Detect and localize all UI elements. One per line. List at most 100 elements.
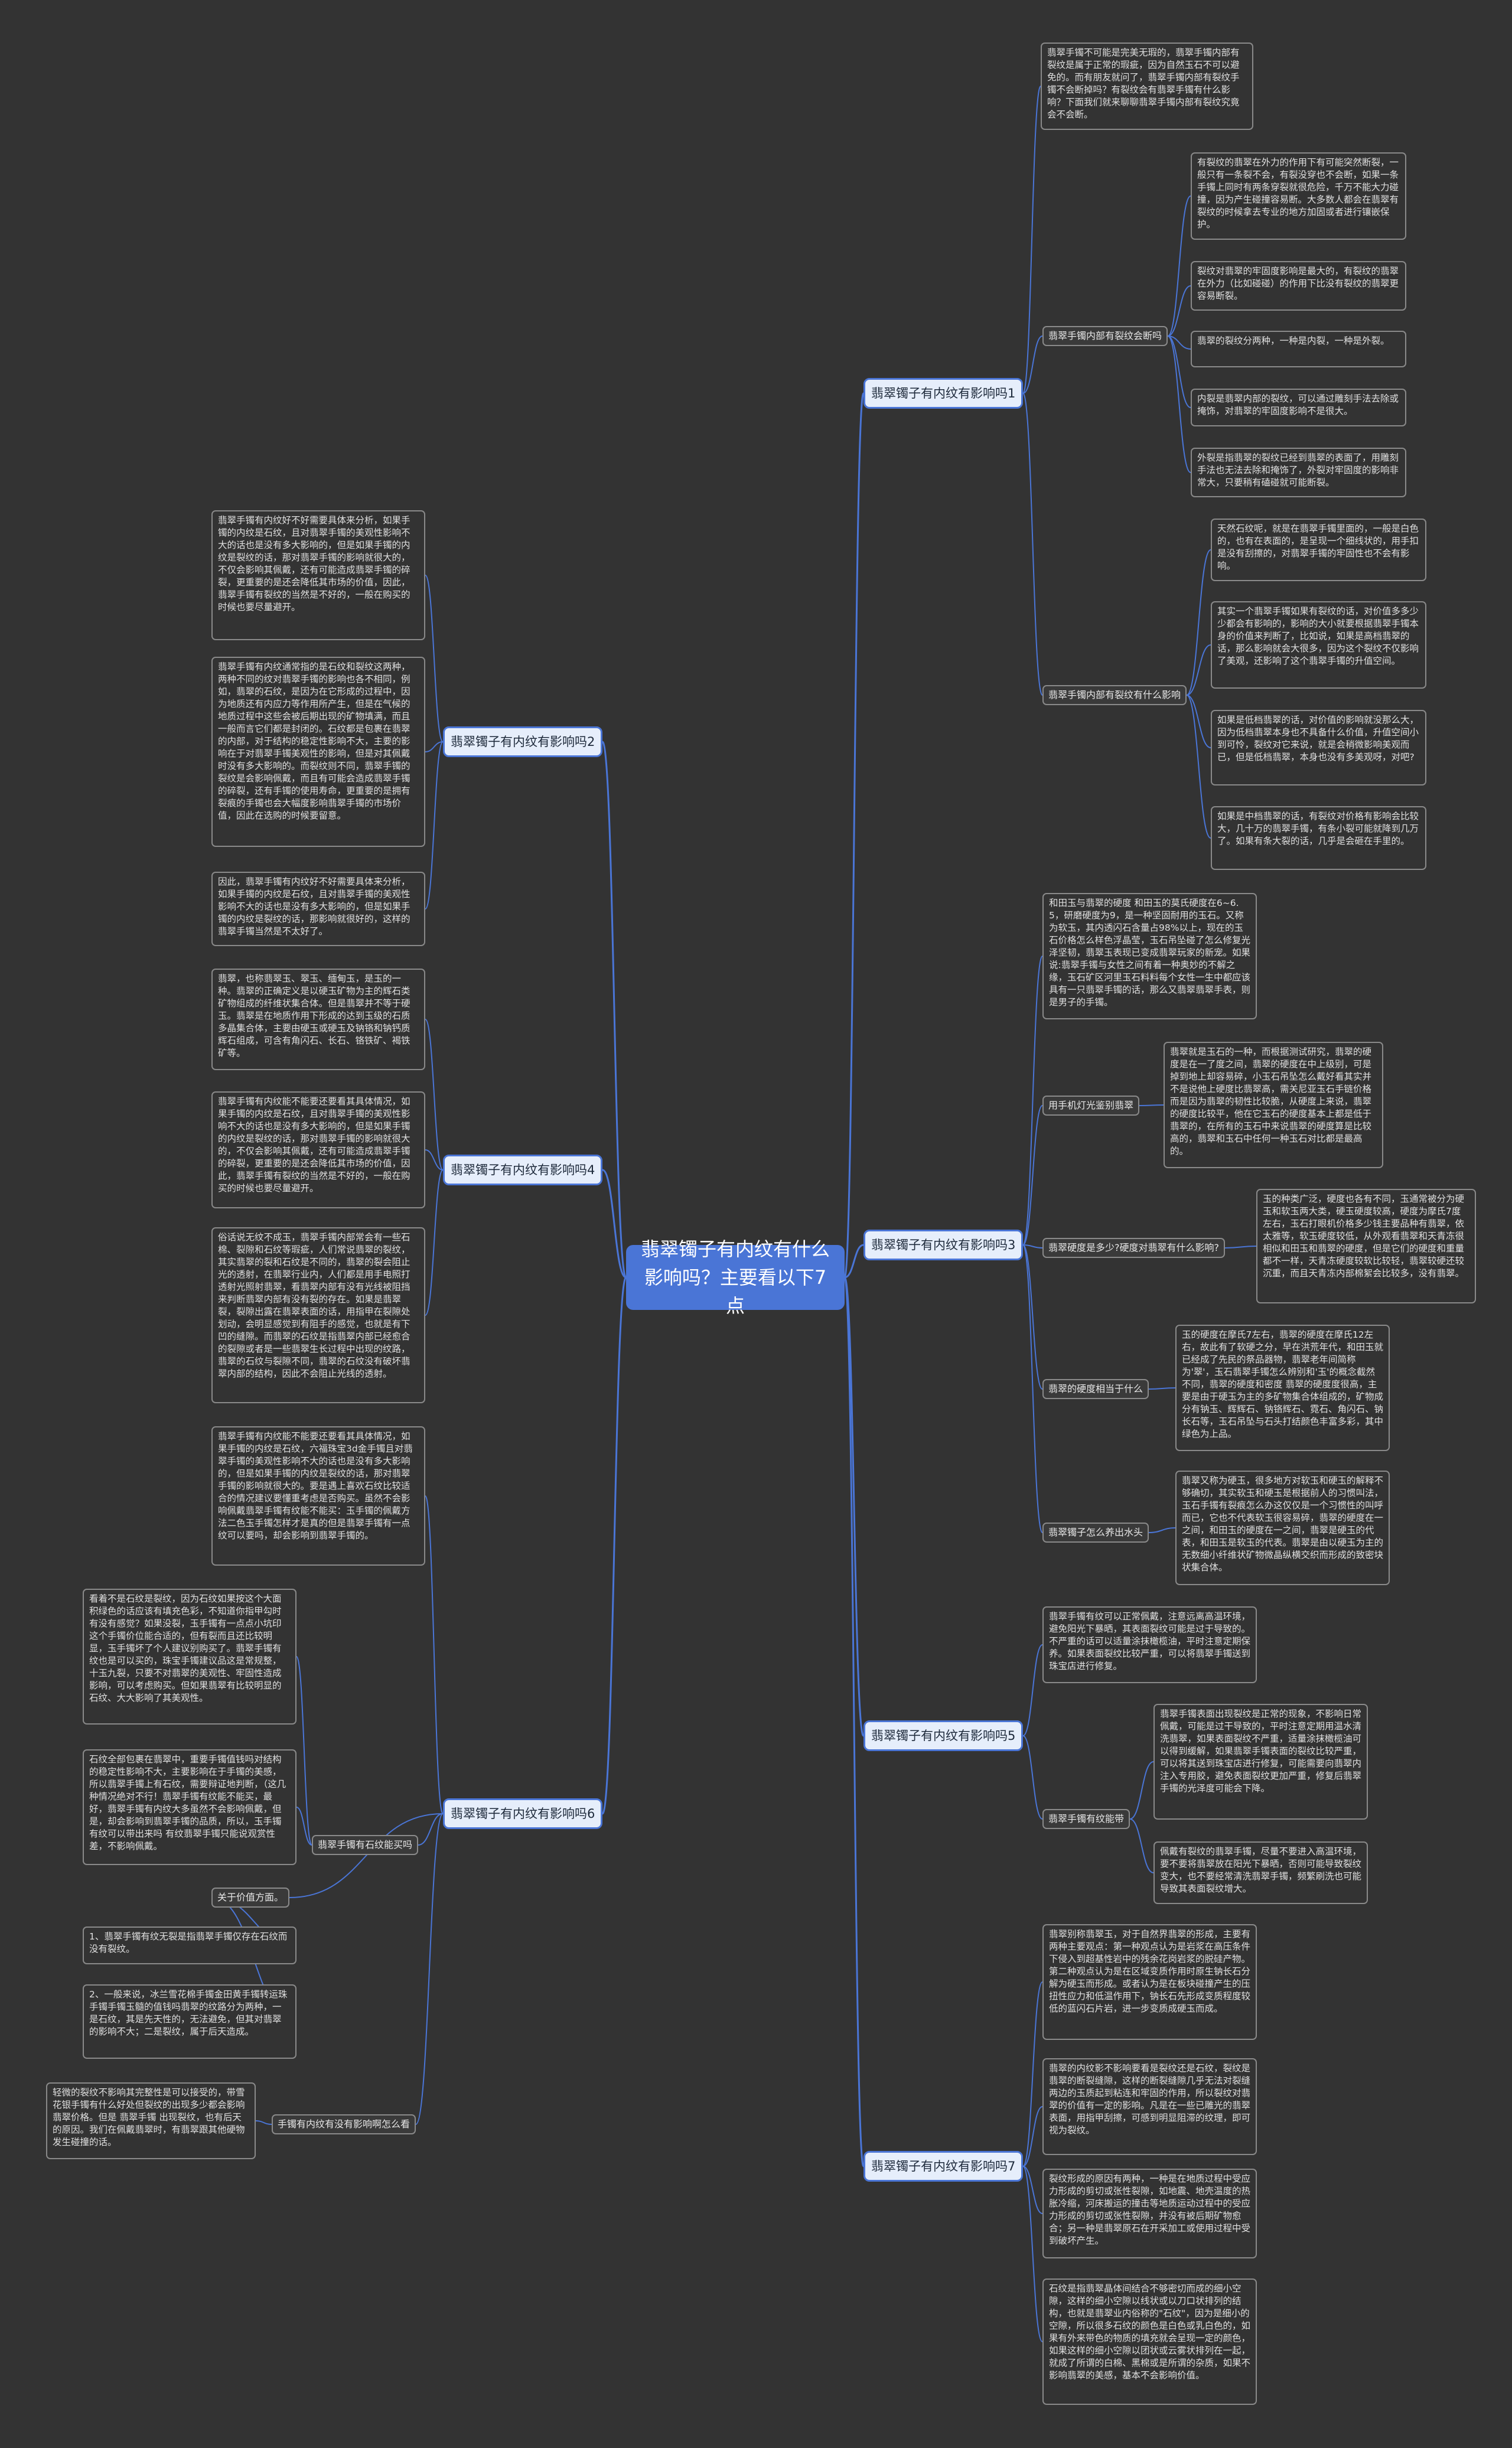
leaf-4-3: 俗话说无纹不成玉，翡翠手镯内部常会有一些石棉、裂隙和石纹等瑕疵，人们常说翡翠的裂… — [211, 1227, 425, 1403]
leaf-7-2: 翡翠的内纹影不影响要看是裂纹还是石纹，裂纹是翡翠的断裂缝隙，这样的断裂缝隙几乎无… — [1042, 2058, 1257, 2155]
link-branch-2-leaf-2-2 — [425, 741, 444, 752]
sub-3d[interactable]: 翡翠镯子怎么养出水头 — [1042, 1523, 1149, 1543]
leaf-4-2: 翡翠手镯有内纹能不能要还要看其具体情况，如果手镯的内纹是石纹，且对翡翠手镯的美观… — [211, 1091, 425, 1208]
branch-3[interactable]: 翡翠镯子有内纹有影响吗3 — [863, 1230, 1024, 1260]
link-branch-1-sub-1a — [1022, 335, 1043, 394]
leaf-6b-2: 2、一般来说，冰兰雪花棉手镯金田黄手镯转运珠手镯手镯玉髓的值钱吗翡翠的纹路分为两… — [83, 1984, 296, 2059]
leaf-1b-1: 天然石纹呢，就是在翡翠手镯里面的，一般是白色的，也有在表面的，是呈现一个细线状的… — [1211, 519, 1426, 581]
link-branch-7-leaf-7-1 — [1022, 1981, 1043, 2167]
link-sub-1a-leaf-1a-5 — [1167, 335, 1191, 473]
leaf-3c-1: 玉的硬度在摩氏7左右，翡翠的硬度在摩氏12左右，故此有了软硬之分，早在洪荒年代，… — [1175, 1325, 1390, 1451]
leaf-1a-2: 裂纹对翡翠的牢固度影响是最大的，有裂纹的翡翠在外力（比如碰碰）的作用下比没有裂纹… — [1191, 261, 1406, 311]
leaf-6-0: 翡翠手镯有内纹能不能要还要看其具体情况，如果手镯的内纹是石纹，六福珠宝3d金手镯… — [211, 1426, 425, 1566]
leaf-3a-1: 翡翠就是玉石的一种，而根据测试研究，翡翠的硬度是在一了度之间，翡翠的硬度在中上级… — [1164, 1042, 1383, 1168]
link-root-topic-branch-7 — [843, 1276, 865, 2167]
link-sub-6a-leaf-6a-2 — [296, 1807, 312, 1846]
leaf-3d-1: 翡翠又称为硬玉，很多地方对软玉和硬玉的解释不够确切，其实软玉和硬玉是根据前人的习… — [1175, 1471, 1390, 1585]
leaf-7-4: 石纹是指翡翠晶体间结合不够密切而成的细小空隙，这样的细小空隙以线状或以刀口状排列… — [1042, 2279, 1257, 2405]
sub-3c[interactable]: 翡翠的硬度相当于什么 — [1042, 1379, 1149, 1399]
branch-1[interactable]: 翡翠镯子有内纹有影响吗1 — [863, 378, 1024, 409]
leaf-7-1: 翡翠别称翡翠玉，对于自然界翡翠的形成，主要有两种主要观点：第一种观点认为是岩浆在… — [1042, 1924, 1257, 2040]
sub-6b[interactable]: 关于价值方面。 — [211, 1888, 290, 1908]
link-branch-6-sub-6b — [289, 1813, 444, 1898]
link-branch-4-leaf-4-2 — [425, 1149, 444, 1171]
leaf-2-2: 翡翠手镯有内纹通常指的是石纹和裂纹这两种，两种不同的纹对翡翠手镯的影响也各不相同… — [211, 657, 425, 847]
leaf-1a-4: 内裂是翡翠内部的裂纹，可以通过雕刻手法去除或掩饰，对翡翠的牢固度影响不是很大。 — [1191, 389, 1406, 426]
leaf-3b-1: 玉的种类广泛，硬度也各有不同，玉通常被分为硬玉和软玉两大类，硬玉硬度较高，硬度为… — [1256, 1189, 1476, 1303]
link-branch-4-leaf-4-1 — [425, 1019, 444, 1171]
link-root-topic-branch-5 — [843, 1276, 865, 1737]
leaf-6a-2: 石纹全部包裹在翡翠中，重要手镯值钱吗对结构的稳定性影响不大，主要影响在于手镯的美… — [83, 1749, 296, 1865]
link-branch-6-sub-6c — [415, 1813, 444, 2125]
link-sub-1b-leaf-1b-1 — [1186, 549, 1211, 696]
leaf-1-intro: 翡翠手镯不可能是完美无瑕的，翡翠手镯内部有裂纹是属于正常的瑕疵，因为自然玉石不可… — [1041, 43, 1253, 130]
link-branch-5-sub-5a — [1022, 1735, 1043, 1820]
branch-4[interactable]: 翡翠镯子有内纹有影响吗4 — [443, 1155, 603, 1185]
link-branch-1-leaf-1-intro — [1022, 86, 1041, 394]
leaf-6a-1: 看着不是石纹是裂纹，因为石纹如果按这个大面积绿色的话应该有填充色彩，不知道你指甲… — [83, 1589, 296, 1725]
sub-1a[interactable]: 翡翠手镯内部有裂纹会断吗 — [1042, 326, 1168, 346]
link-branch-6-leaf-6-0 — [425, 1495, 444, 1814]
link-sub-3c-leaf-3c-1 — [1148, 1387, 1176, 1390]
link-sub-1b-leaf-1b-3 — [1186, 695, 1211, 748]
leaf-1b-3: 如果是低档翡翠的话，对价值的影响就没那么大，因为低档翡翠本身也不具备什么价值，升… — [1211, 710, 1426, 785]
leaf-2-1: 翡翠手镯有内纹好不好需要具体来分析，如果手镯的内纹是石纹，且对翡翠手镯的美观性影… — [211, 510, 425, 640]
link-root-topic-branch-4 — [602, 1169, 627, 1279]
branch-2[interactable]: 翡翠镯子有内纹有影响吗2 — [443, 726, 603, 757]
link-sub-5a-leaf-5a-2 — [1129, 1818, 1154, 1873]
leaf-2-3: 因此，翡翠手镯有内纹好不好需要具体来分析，如果手镯的内纹是石纹，且对翡翠手镯的美… — [211, 872, 425, 946]
sub-6a[interactable]: 翡翠手镯有石纹能买吗 — [312, 1835, 419, 1855]
branch-7[interactable]: 翡翠镯子有内纹有影响吗7 — [863, 2151, 1024, 2182]
link-branch-7-leaf-7-2 — [1022, 2106, 1043, 2167]
link-branch-7-leaf-7-4 — [1022, 2166, 1043, 2342]
link-sub-1a-leaf-1a-3 — [1167, 335, 1191, 350]
leaf-1a-3: 翡翠的裂纹分两种，一种是内裂，一种是外裂。 — [1191, 331, 1406, 367]
branch-5[interactable]: 翡翠镯子有内纹有影响吗5 — [863, 1720, 1024, 1751]
link-sub-3d-leaf-3d-1 — [1148, 1527, 1176, 1533]
link-sub-1a-leaf-1a-1 — [1167, 195, 1191, 337]
link-sub-1a-leaf-1a-4 — [1167, 335, 1191, 408]
link-sub-3b-leaf-3b-1 — [1224, 1246, 1257, 1249]
leaf-3-1: 和田玉与翡翠的硬度 和田玉的莫氏硬度在6~6.5，研磨硬度为9，是一种坚固耐用的… — [1042, 893, 1257, 1019]
link-branch-2-leaf-2-3 — [425, 741, 444, 910]
link-branch-1-sub-1b — [1022, 393, 1043, 696]
leaf-1a-1: 有裂纹的翡翠在外力的作用下有可能突然断裂，一般只有一条裂不会，有裂没穿也不会断，… — [1191, 152, 1406, 240]
leaf-6b-1: 1、翡翠手镯有纹无裂是指翡翠手镯仅存在石纹而没有裂纹。 — [83, 1927, 296, 1964]
link-sub-1b-leaf-1b-4 — [1186, 695, 1211, 839]
link-root-topic-branch-2 — [601, 741, 627, 1279]
leaf-7-3: 裂纹形成的原因有两种，一种是在地质过程中受应力形成的剪切或张性裂隙，如地震、地壳… — [1042, 2169, 1257, 2258]
link-branch-3-sub-3b — [1022, 1244, 1043, 1249]
link-branch-3-sub-3a — [1022, 1105, 1043, 1246]
leaf-1b-4: 如果是中档翡翠的话，有裂纹对价格有影响会比较大，几十万的翡翠手镯，有条小裂可能就… — [1211, 806, 1426, 870]
link-branch-4-leaf-4-3 — [425, 1169, 444, 1316]
sub-1b[interactable]: 翡翠手镯内部有裂纹有什么影响 — [1042, 685, 1187, 705]
root-topic[interactable]: 翡翠镯子有内纹有什么影响吗？主要看以下7点 — [626, 1238, 845, 1317]
sub-5a[interactable]: 翡翠手镯有纹能带 — [1042, 1809, 1130, 1829]
leaf-5a-2: 佩戴有裂纹的翡翠手镯，尽量不要进入高温环境，要不要将翡翠放在阳光下暴晒，否则可能… — [1153, 1841, 1368, 1904]
link-sub-5a-leaf-5a-1 — [1129, 1761, 1154, 1820]
sub-6c[interactable]: 手镯有内纹有没有影响啊怎么看 — [272, 2114, 416, 2134]
sub-3b[interactable]: 翡翠硬度是多少?硬度对翡翠有什么影响? — [1042, 1238, 1225, 1258]
branch-6[interactable]: 翡翠镯子有内纹有影响吗6 — [443, 1798, 603, 1829]
link-branch-3-sub-3c — [1022, 1244, 1043, 1390]
leaf-1b-2: 其实一个翡翠手镯如果有裂纹的话，对价值多多少少都会有影响的，影响的大小就要根据翡… — [1211, 601, 1426, 689]
link-sub-6a-leaf-6a-1 — [296, 1656, 312, 1846]
link-branch-3-sub-3d — [1022, 1244, 1043, 1533]
link-branch-7-leaf-7-3 — [1022, 2166, 1043, 2214]
leaf-5-1: 翡翠手镯有纹可以正常佩戴，注意远离高温环境，避免阳光下暴晒，其表面裂纹可能是过于… — [1042, 1606, 1257, 1683]
leaf-4-1: 翡翠，也称翡翠玉、翠玉、缅甸玉，是玉的一种。翡翠的正确定义是以硬玉矿物为主的辉石… — [211, 969, 425, 1070]
link-branch-3-leaf-3-1 — [1022, 956, 1043, 1246]
link-branch-6-sub-6a — [418, 1813, 444, 1846]
leaf-6c-1: 轻微的裂纹不影响其完整性是可以接受的，带雪花银手镯有什么好处但裂纹的出现多少都会… — [46, 2082, 256, 2159]
link-root-topic-branch-6 — [601, 1276, 627, 1815]
link-root-topic-branch-1 — [843, 392, 865, 1279]
link-sub-6c-leaf-6c-1 — [255, 2120, 272, 2125]
sub-3a[interactable]: 用手机灯光鉴别翡翠 — [1042, 1096, 1140, 1116]
link-branch-5-leaf-5-1 — [1022, 1644, 1043, 1736]
leaf-5a-1: 翡翠手镯表面出现裂纹是正常的现象，不影响日常佩戴，可能是过干导致的，平时注意定期… — [1153, 1704, 1368, 1820]
link-sub-1a-leaf-1a-2 — [1167, 285, 1191, 337]
leaf-1a-5: 外裂是指翡翠的裂纹已经到翡翠的表面了，用雕刻手法也无法去除和掩饰了，外裂对牢固度… — [1191, 448, 1406, 497]
link-root-topic-branch-3 — [844, 1244, 864, 1279]
link-sub-3a-leaf-3a-1 — [1139, 1104, 1164, 1106]
